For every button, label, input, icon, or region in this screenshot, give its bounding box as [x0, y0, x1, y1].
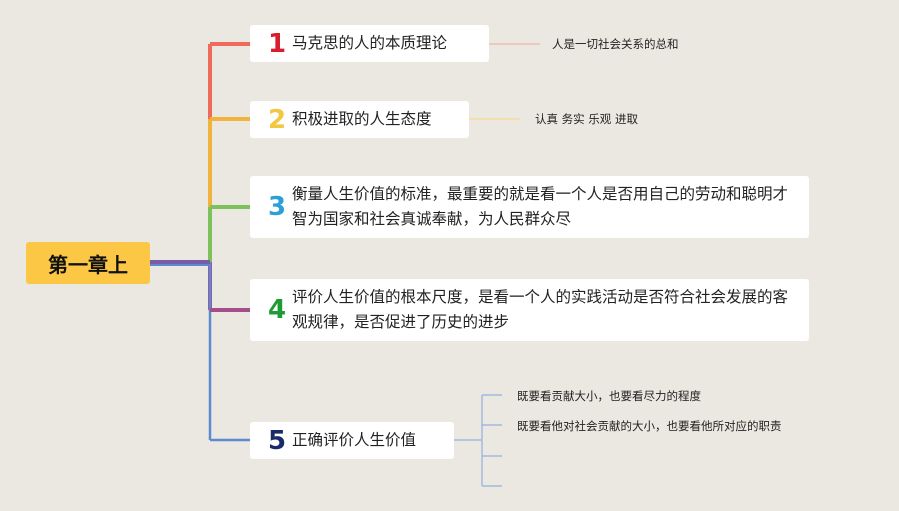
branch-node-1[interactable]: 1 马克思的人的本质理论 — [250, 25, 489, 62]
branch-number-2: 2 — [268, 104, 287, 135]
sub-note-5-1: 既要看贡献大小，也要看尽力的程度 — [517, 389, 701, 403]
sub-note-5-2: 既要看他对社会贡献的大小，也要看他所对应的职责 — [517, 419, 782, 433]
branch-label-4: 评价人生价值的根本尺度，是看一个人的实践活动是否符合社会发展的客观规律，是否促进… — [292, 288, 789, 331]
branch-number-3: 3 — [268, 192, 287, 222]
branch-node-2[interactable]: 2 积极进取的人生态度 — [250, 101, 469, 138]
branch-number-5: 5 — [268, 425, 287, 456]
root-node[interactable]: 第一章上 — [26, 242, 150, 284]
branch-label-1: 马克思的人的本质理论 — [292, 34, 448, 52]
root-label: 第一章上 — [48, 252, 128, 277]
branch-node-5[interactable]: 5 正确评价人生价值 — [250, 422, 454, 459]
branch-node-3[interactable]: 3 衡量人生价值的标准，最重要的就是看一个人是否用自己的劳动和聪明才智为国家和社… — [250, 176, 809, 238]
branch-label-2: 积极进取的人生态度 — [292, 110, 432, 128]
branch-note-2: 认真 务实 乐观 进取 — [535, 112, 638, 126]
branch-number-4: 4 — [268, 295, 287, 325]
branch-note-1: 人是一切社会关系的总和 — [552, 37, 679, 51]
branch-number-1: 1 — [268, 28, 287, 59]
branch-node-4[interactable]: 4 评价人生价值的根本尺度，是看一个人的实践活动是否符合社会发展的客观规律，是否… — [250, 279, 809, 341]
branch-label-3: 衡量人生价值的标准，最重要的就是看一个人是否用自己的劳动和聪明才智为国家和社会真… — [292, 185, 789, 228]
sub-bracket-5 — [454, 394, 502, 487]
branch-label-5: 正确评价人生价值 — [292, 431, 417, 449]
